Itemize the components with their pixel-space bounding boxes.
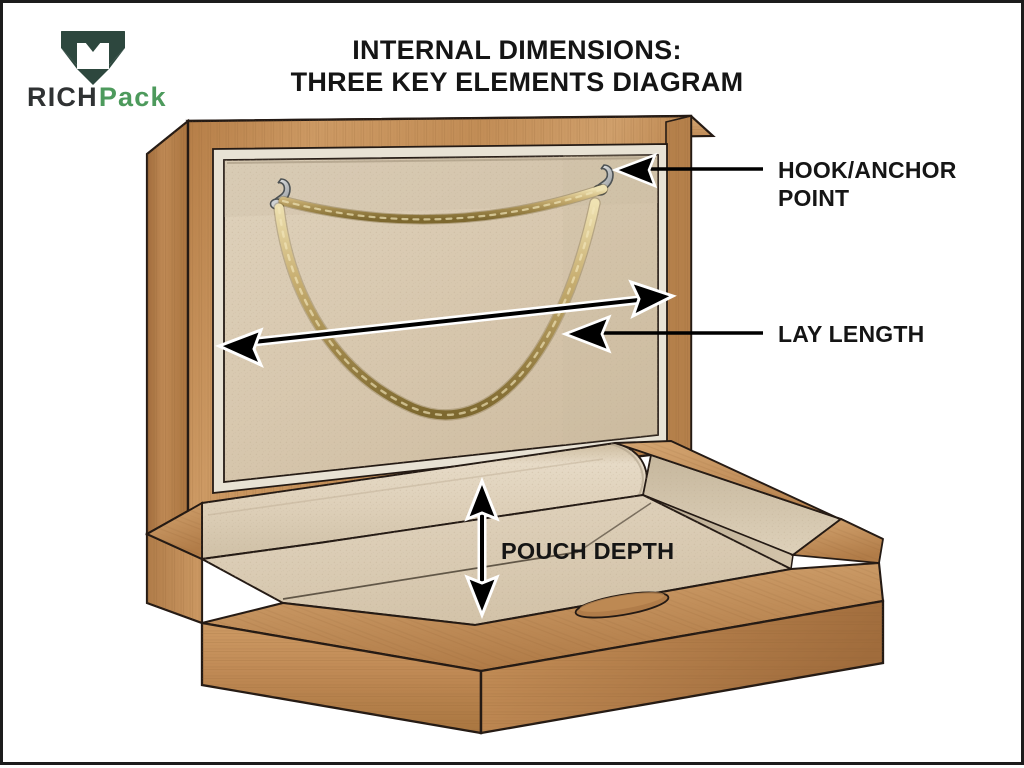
diamond-gem-icon — [61, 31, 125, 85]
pouch-depth-dimension-arrow — [464, 476, 500, 620]
callout-hook-anchor-label-line-2: POINT — [778, 185, 849, 211]
callout-lay-length: LAY LENGTH — [561, 314, 924, 354]
callout-pouch-depth: POUCH DEPTH — [501, 538, 674, 564]
callout-lay-length-label-line-1: LAY LENGTH — [778, 321, 924, 347]
jewelry-box-dimensions-illustration: RICHPack INTERNAL DIMENSIONS: THREE KEY … — [27, 31, 957, 735]
brand-pack-text: Pack — [99, 82, 167, 112]
title-line-2: THREE KEY ELEMENTS DIAGRAM — [291, 67, 744, 97]
brand-logo[interactable]: RICHPack — [27, 31, 167, 112]
title-line-1: INTERNAL DIMENSIONS: — [352, 35, 682, 65]
callout-pouch-depth-label-line-1: POUCH DEPTH — [501, 538, 674, 564]
lid-rim-shadow — [226, 157, 657, 164]
brand-word-dark: RICHPack — [27, 82, 167, 112]
page-title: INTERNAL DIMENSIONS: THREE KEY ELEMENTS … — [291, 35, 744, 97]
thumb-notch — [574, 591, 670, 619]
lay-length-dimension-arrow — [215, 279, 677, 368]
brand-rich-text: RICH — [27, 82, 98, 112]
lay-length-arrowhead — [561, 314, 612, 354]
hook-anchor-arrowhead — [611, 152, 658, 189]
callout-hook-anchor-label-line-1: HOOK/ANCHOR — [778, 157, 957, 183]
box-base — [144, 440, 885, 735]
jewelry-box — [144, 114, 885, 735]
callout-hook-anchor-point: HOOK/ANCHOR POINT — [611, 152, 957, 211]
necklace-chain — [273, 183, 609, 421]
